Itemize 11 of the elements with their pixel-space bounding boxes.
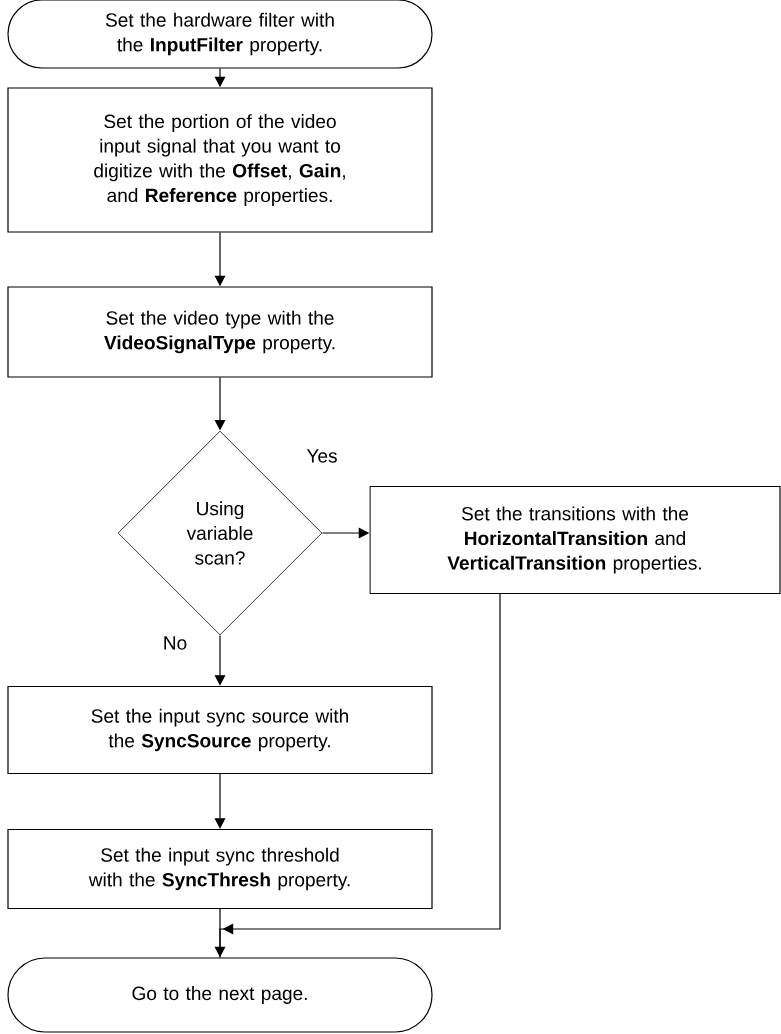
arrow [219,593,501,958]
arrow [214,773,226,829]
edge-label: No [161,635,189,651]
terminal-box: Set the hardware filter with the InputFilter property. [7,0,433,69]
arrow [214,634,226,686]
process-box: Set the portion of the video input signal that you want to digitize with the Offset, Gain, and Reference properties. [7,87,433,233]
process-box: Set the input sync source with the SyncSource property. [7,685,433,775]
process-box: Set the transitions with the HorizontalTransition and VerticalTransition properties. [369,485,781,595]
process-box: Set the video type with the VideoSignalType property. [7,286,433,378]
terminal-box: Go to the next page. [7,957,433,1033]
process-box: Set the input sync threshold with the SyncThresh property. [7,828,433,910]
